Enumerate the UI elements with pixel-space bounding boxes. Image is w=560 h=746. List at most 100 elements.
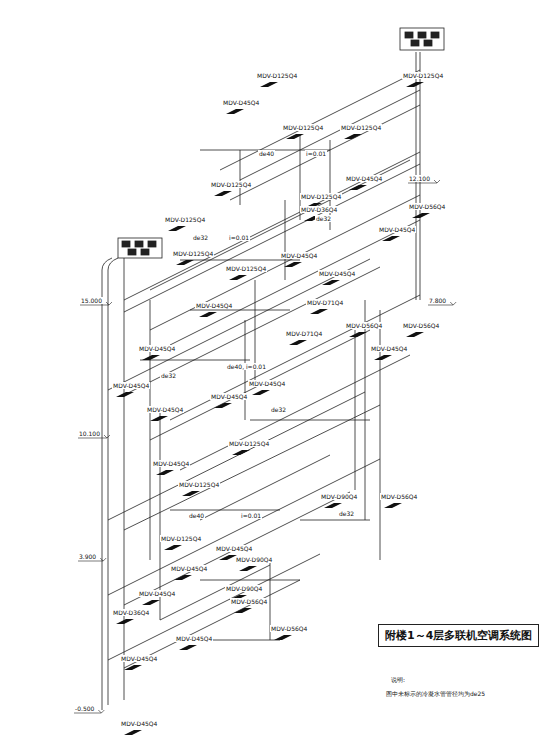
pipe-label: 图中未标示的冷凝水管管径均为de25 bbox=[385, 690, 486, 697]
indoor-unit bbox=[214, 191, 232, 196]
indoor-unit bbox=[406, 332, 424, 337]
pipe-label: de32 bbox=[315, 215, 332, 222]
pipe-label: MDV-D90Q4 bbox=[320, 493, 358, 500]
pipe-label: MDV-D125Q4 bbox=[210, 181, 252, 188]
indoor-unit bbox=[284, 262, 302, 267]
pipe-label: MDV-D36Q4 bbox=[300, 206, 338, 213]
indoor-unit bbox=[164, 545, 182, 550]
indoor-unit bbox=[156, 470, 174, 475]
indoor-unit bbox=[274, 635, 292, 640]
indoor-unit bbox=[406, 82, 424, 87]
pipe-label: MDV-D56Q4 bbox=[345, 322, 383, 329]
pipe-label: MDV-D56Q4 bbox=[402, 322, 440, 329]
pipe-label: MDV-D90Q4 bbox=[235, 556, 273, 563]
indoor-unit bbox=[349, 185, 367, 190]
outdoor-unit bbox=[118, 238, 162, 258]
pipe-label: -0.500 bbox=[74, 705, 95, 712]
title-box: 附楼1～4层多联机空调系统图 bbox=[378, 624, 539, 647]
pipe-label: 12.100 bbox=[408, 175, 431, 182]
pipe-label: MDV-D45Q4 bbox=[318, 270, 356, 277]
pipe-label: MDV-D45Q4 bbox=[222, 99, 260, 106]
indoor-unit bbox=[310, 309, 328, 314]
indoor-unit bbox=[174, 575, 192, 580]
pipe-label: MDV-D45Q4 bbox=[170, 565, 208, 572]
pipe-label: i=0.01 bbox=[305, 150, 327, 157]
indoor-unit bbox=[289, 340, 307, 345]
pipe-label: 15.000 bbox=[80, 297, 103, 304]
indoor-unit bbox=[199, 312, 217, 317]
indoor-unit bbox=[344, 134, 362, 139]
pipe-label: MDV-D45Q4 bbox=[112, 382, 150, 389]
pipe-label: de32 bbox=[270, 406, 287, 413]
pipe-label: MDV-D56Q4 bbox=[380, 493, 418, 500]
pipe-label: 3.900 bbox=[78, 553, 97, 560]
pipe-label: 7.800 bbox=[428, 297, 447, 304]
pipe-label: de40, i=0.01 bbox=[226, 363, 267, 370]
pipe-label: 10.100 bbox=[78, 430, 101, 437]
indoor-unit bbox=[214, 403, 232, 408]
outdoor-unit bbox=[400, 28, 444, 50]
pipe-label: MDV-D36Q4 bbox=[112, 609, 150, 616]
pipe-label: MDV-D56Q4 bbox=[270, 625, 308, 632]
pipe-label: MDV-D125Q4 bbox=[256, 72, 298, 79]
indoor-unit bbox=[142, 355, 160, 360]
pipe-label: MDV-D125Q4 bbox=[160, 535, 202, 542]
pipe-label: MDV-D45Q4 bbox=[175, 635, 213, 642]
pipe-label: MDV-D125Q4 bbox=[402, 72, 444, 79]
pipe-label: MDV-D125Q4 bbox=[340, 124, 382, 131]
pipe-label: MDV-D71Q4 bbox=[306, 299, 344, 306]
indoor-unit bbox=[286, 134, 304, 139]
pipe-label: MDV-D45Q4 bbox=[138, 590, 176, 597]
pipe-label: MDV-D45Q4 bbox=[215, 545, 253, 552]
pipe-label: i=0.01 bbox=[240, 512, 262, 519]
pipe-label: i=0.01 bbox=[228, 234, 250, 241]
pipe-label: MDV-D90Q4 bbox=[225, 585, 263, 592]
indoor-unit bbox=[142, 600, 160, 605]
pipe-label: de40 bbox=[258, 150, 275, 157]
indoor-unit bbox=[382, 236, 400, 241]
indoor-unit bbox=[374, 355, 392, 360]
indoor-unit bbox=[176, 260, 194, 265]
pipe-label: MDV-D45Q4 bbox=[370, 345, 408, 352]
pipe-label: MDV-D45Q4 bbox=[120, 655, 158, 662]
pipe-label: MDV-D125Q4 bbox=[178, 481, 220, 488]
pipe-label: MDV-D125Q4 bbox=[282, 124, 324, 131]
pipe-label: MDV-D45Q4 bbox=[138, 345, 176, 352]
indoor-unit bbox=[116, 392, 134, 397]
pipe-label: MDV-D45Q4 bbox=[378, 226, 416, 233]
pipe-label: MDV-D45Q4 bbox=[152, 460, 190, 467]
pipe-label: MDV-D56Q4 bbox=[408, 203, 446, 210]
pipe-label: MDV-D45Q4 bbox=[280, 252, 318, 259]
indoor-unit bbox=[116, 619, 134, 624]
pipe-label: MDV-D56Q4 bbox=[230, 598, 268, 605]
indoor-unit bbox=[226, 109, 244, 114]
indoor-unit bbox=[349, 332, 367, 337]
pipe-label: MDV-D45Q4 bbox=[210, 393, 248, 400]
pipe-label: de40 bbox=[188, 512, 205, 519]
indoor-unit bbox=[124, 665, 142, 670]
indoor-unit bbox=[229, 275, 247, 280]
indoor-unit bbox=[234, 608, 252, 613]
indoor-unit bbox=[412, 213, 430, 218]
indoor-unit bbox=[179, 645, 197, 650]
pipe-label: MDV-D125Q4 bbox=[164, 216, 206, 223]
indoor-unit bbox=[252, 390, 270, 395]
indoor-unit bbox=[182, 491, 200, 496]
drawing-title: 附楼1～4层多联机空调系统图 bbox=[385, 628, 532, 643]
pipe-label: MDV-D125Q4 bbox=[300, 193, 342, 200]
indoor-unit bbox=[260, 82, 278, 87]
indoor-unit bbox=[168, 226, 186, 231]
indoor-unit bbox=[324, 503, 342, 508]
pipe-label: de32 bbox=[338, 510, 355, 517]
pipe-label: MDV-D125Q4 bbox=[172, 250, 214, 257]
pipe-label: MDV-D71Q4 bbox=[285, 330, 323, 337]
pipe-label: MDV-D125Q4 bbox=[225, 265, 267, 272]
indoor-unit bbox=[384, 503, 402, 508]
indoor-unit bbox=[124, 730, 142, 735]
indoor-unit bbox=[239, 566, 257, 571]
pipe-label: MDV-D45Q4 bbox=[345, 175, 383, 182]
pipe-label: MDV-D125Q4 bbox=[228, 440, 270, 447]
pipe-label: MDV-D45Q4 bbox=[195, 302, 233, 309]
indoor-unit bbox=[322, 280, 340, 285]
